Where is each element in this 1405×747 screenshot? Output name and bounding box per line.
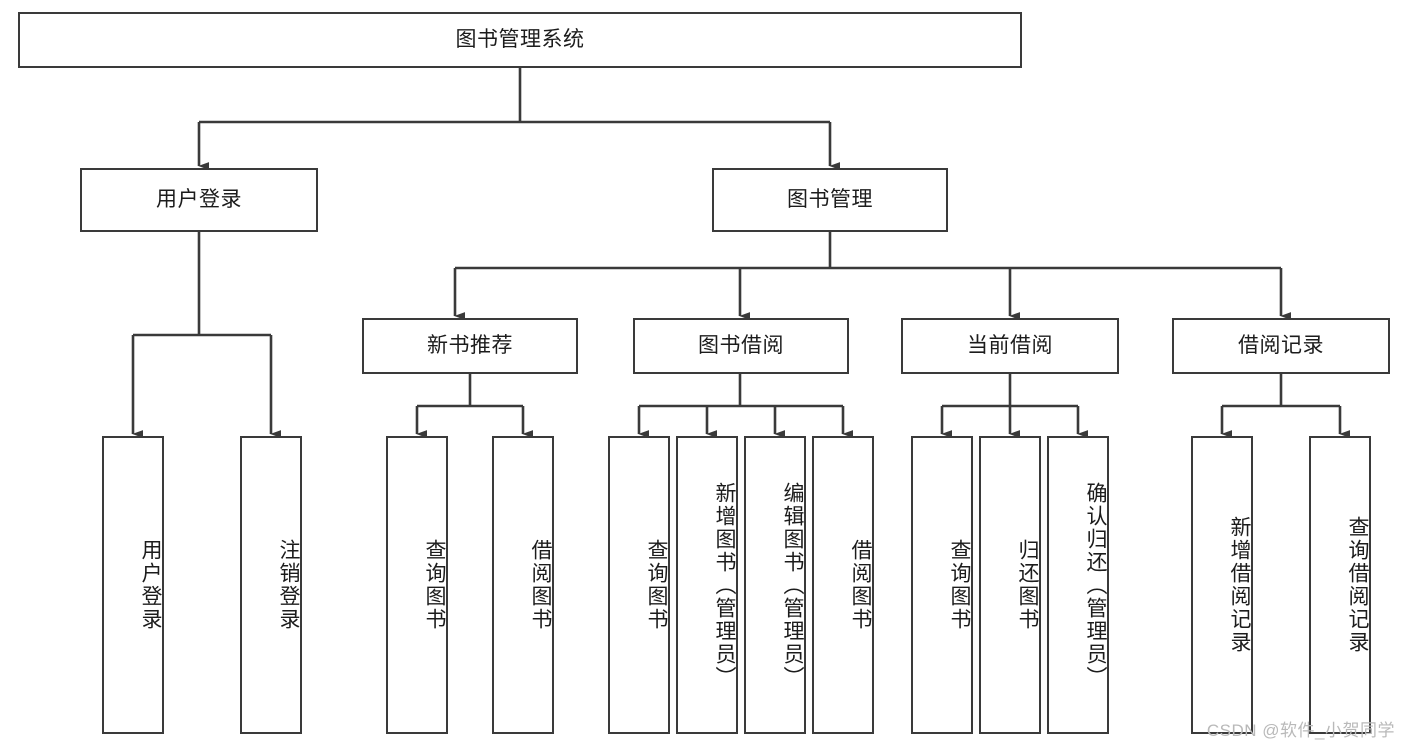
node-label: 查询借阅记录 (1346, 516, 1369, 654)
node-label: 新书推荐 (427, 333, 513, 357)
leaf-confirm-return-admin[interactable]: 确认归还（管理员） (1047, 436, 1109, 734)
node-label: 查询图书 (645, 539, 668, 631)
leaf-add-borrowing-record[interactable]: 新增借阅记录 (1191, 436, 1253, 734)
node-label: 注销登录 (277, 539, 300, 631)
node-current-borrowing[interactable]: 当前借阅 (901, 318, 1119, 374)
leaf-query-books-borrowing[interactable]: 查询图书 (608, 436, 670, 734)
node-label: 确认归还（管理员） (1084, 481, 1107, 689)
node-label: 查询图书 (423, 539, 446, 631)
node-label: 新增图书（管理员） (713, 481, 736, 689)
node-label: 借阅图书 (849, 539, 872, 631)
node-new-book-recommendation[interactable]: 新书推荐 (362, 318, 578, 374)
leaf-borrow-books[interactable]: 借阅图书 (812, 436, 874, 734)
node-label: 归还图书 (1016, 539, 1039, 631)
node-label: 编辑图书（管理员） (781, 481, 804, 689)
node-label: 查询图书 (948, 539, 971, 631)
node-root-library-system[interactable]: 图书管理系统 (18, 12, 1022, 68)
leaf-return-books[interactable]: 归还图书 (979, 436, 1041, 734)
leaf-borrow-books-recommendation[interactable]: 借阅图书 (492, 436, 554, 734)
leaf-user-login[interactable]: 用户登录 (102, 436, 164, 734)
leaf-logout[interactable]: 注销登录 (240, 436, 302, 734)
node-label: 图书借阅 (698, 333, 784, 357)
node-label: 用户登录 (156, 187, 242, 211)
node-label: 借阅记录 (1238, 333, 1324, 357)
node-book-borrowing[interactable]: 图书借阅 (633, 318, 849, 374)
leaf-query-books-current[interactable]: 查询图书 (911, 436, 973, 734)
leaf-query-borrowing-record[interactable]: 查询借阅记录 (1309, 436, 1371, 734)
leaf-query-books-recommendation[interactable]: 查询图书 (386, 436, 448, 734)
node-label: 图书管理系统 (455, 27, 585, 51)
node-label: 借阅图书 (529, 539, 552, 631)
node-label: 图书管理 (787, 187, 873, 211)
node-borrowing-records[interactable]: 借阅记录 (1172, 318, 1390, 374)
node-label: 用户登录 (139, 539, 162, 631)
node-user-login[interactable]: 用户登录 (80, 168, 318, 232)
leaf-edit-book-admin[interactable]: 编辑图书（管理员） (744, 436, 806, 734)
node-label: 新增借阅记录 (1228, 516, 1251, 654)
leaf-add-book-admin[interactable]: 新增图书（管理员） (676, 436, 738, 734)
node-book-management[interactable]: 图书管理 (712, 168, 948, 232)
node-label: 当前借阅 (967, 333, 1053, 357)
watermark: CSDN @软件_小贺同学 (1206, 721, 1395, 740)
